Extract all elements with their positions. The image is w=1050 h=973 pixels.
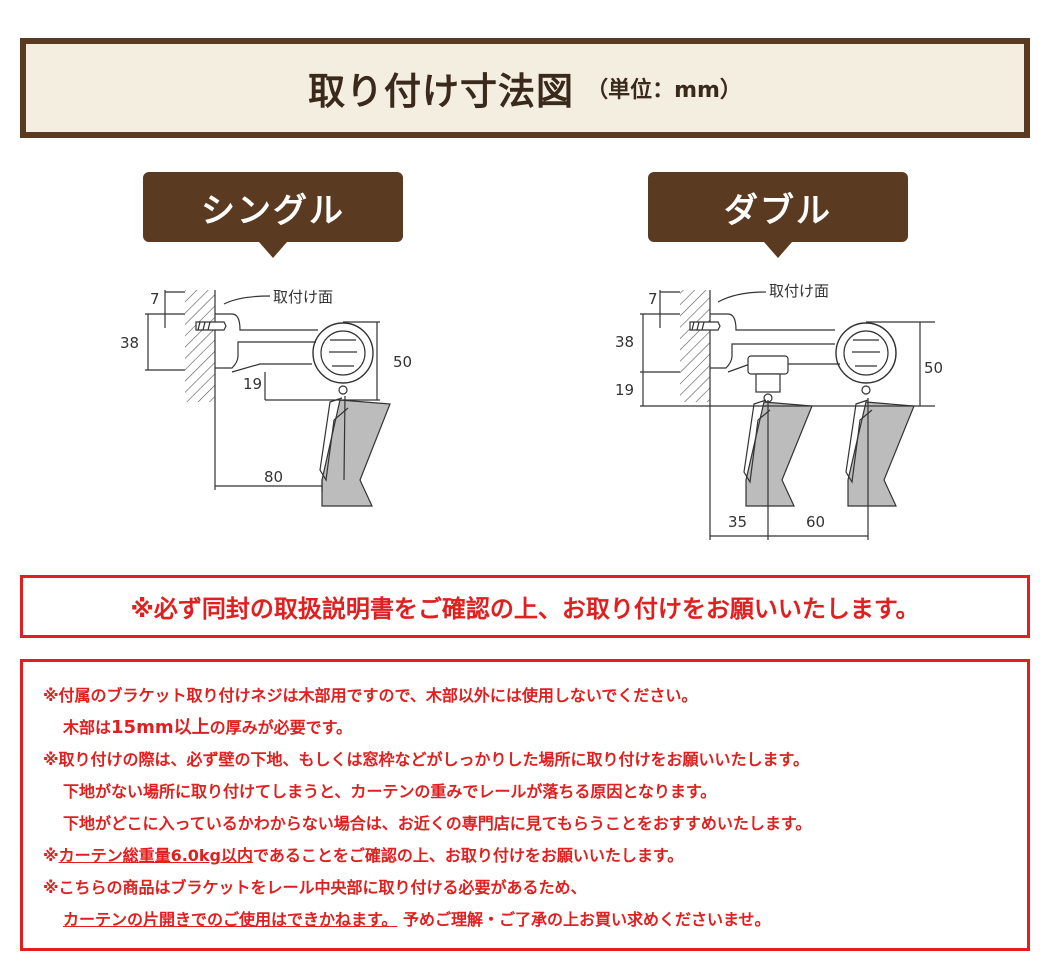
note-text: 木部は [63, 718, 112, 737]
note-underlined: カーテン総重量6.0kg以内 [58, 846, 254, 865]
single-mount-label: 取付け面 [273, 288, 333, 306]
note-underlined: カーテンの片開きでのご使用はできかねます。 [63, 910, 398, 929]
note-line: ※カーテン総重量6.0kg以内であることをご確認の上、お取り付けをお願いいたしま… [43, 840, 1027, 872]
note-line: カーテンの片開きでのご使用はできかねます。 予めご理解・ご了承の上お買い求めくだ… [43, 904, 1027, 936]
double-front-curtain [745, 401, 813, 507]
note-text: 予めご理解・ご了承の上お買い求めくださいませ。 [402, 910, 771, 929]
double-dim-35: 35 [728, 513, 747, 531]
single-dim-38: 38 [120, 334, 139, 352]
note-line: ※取り付けの際は、必ず壁の下地、もしくは窓枠などがしっかりした場所に取り付けをお… [43, 750, 809, 769]
note-text: であることをご確認の上、お取り付けをお願いいたします。 [253, 846, 684, 865]
single-dim-80: 80 [264, 468, 283, 486]
double-diagram [640, 290, 935, 540]
notice-banner: ※必ず同封の取扱説明書をご確認の上、お取り付けをお願いいたします。 [20, 575, 1030, 638]
note-line: ※付属のブラケット取り付けネジは木部用ですので、木部以外には使用しないでください… [43, 686, 698, 705]
double-dim-38: 38 [615, 333, 634, 351]
single-dim-50: 50 [393, 353, 412, 371]
double-dim-7: 7 [648, 290, 658, 308]
double-screw [689, 321, 721, 331]
page-title: 取り付け寸法図 [308, 70, 575, 113]
note-text: ※ [43, 846, 59, 865]
title-banner: 取り付け寸法図 （単位：mm） [20, 38, 1030, 138]
note-text: の厚みが必要です。 [209, 718, 352, 737]
double-tag: ダブル [648, 172, 908, 258]
single-rail-outer [312, 322, 374, 384]
note-line: ※こちらの商品はブラケットをレール中央部に取り付ける必要があるため、 [43, 878, 587, 897]
single-bracket [215, 313, 318, 369]
dimension-diagrams: 7 38 50 19 80 取付け面 [120, 282, 943, 540]
single-diagram [145, 290, 391, 507]
double-mount-label: 取付け面 [769, 282, 829, 300]
single-curtain [321, 399, 391, 507]
single-dim-7: 7 [150, 290, 160, 308]
note-line: 下地がない場所に取り付けてしまうと、カーテンの重みでレールが落ちる原因となります… [63, 782, 717, 801]
double-dim-19: 19 [615, 381, 634, 399]
single-screw [195, 321, 227, 331]
notes-box: ※付属のブラケット取り付けネジは木部用ですので、木部以外には使用しないでください… [20, 659, 1030, 951]
single-dim-19: 19 [243, 375, 262, 393]
note-line: 木部は15mm以上の厚みが必要です。 [43, 712, 1027, 744]
note-emphasis: 15mm以上 [111, 717, 210, 738]
unit-label: （単位：mm） [586, 78, 742, 103]
single-wall [185, 290, 215, 402]
double-bracket [710, 313, 835, 369]
double-rear-curtain [847, 401, 915, 507]
single-tag: シングル [143, 172, 403, 258]
double-dim-50: 50 [924, 359, 943, 377]
double-front-runner [747, 355, 789, 375]
double-dim-60: 60 [806, 513, 825, 531]
double-rail-outer [835, 322, 897, 384]
note-line: 下地がどこに入っているかわからない場合は、お近くの専門店に見てもらうことをおすす… [63, 814, 812, 833]
double-wall [680, 290, 710, 402]
